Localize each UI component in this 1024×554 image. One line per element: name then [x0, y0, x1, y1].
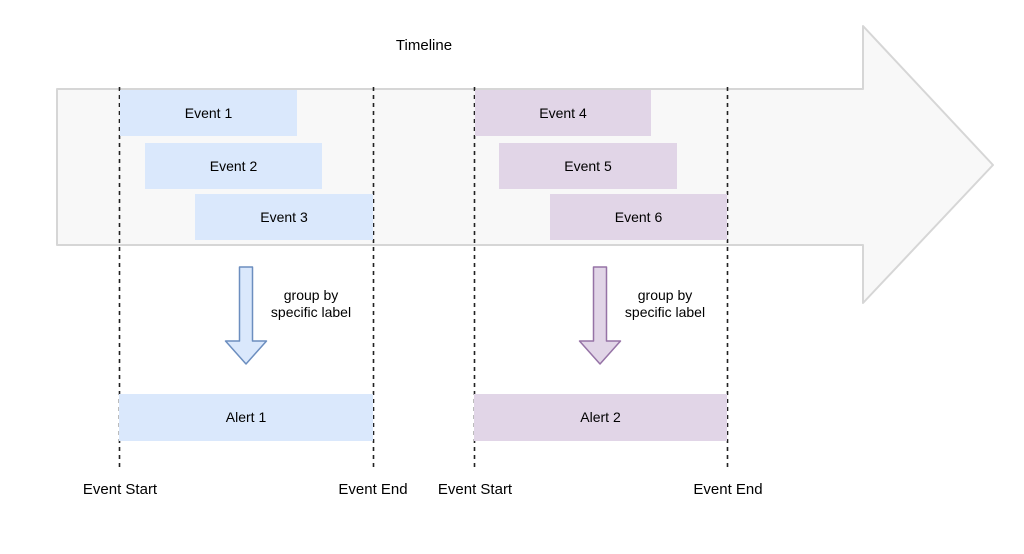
- event-box-1: Event 1: [120, 90, 297, 136]
- event-box-2: Event 2: [145, 143, 322, 189]
- group-by-caption-purple-line1: group by: [637, 287, 693, 303]
- timeline-title: Timeline: [395, 37, 453, 54]
- event-box-5: Event 5: [499, 143, 677, 189]
- event-box-3: Event 3: [195, 194, 373, 240]
- group-by-caption-blue: group by specific label: [249, 287, 373, 321]
- group-by-caption-blue-line2: specific label: [270, 304, 352, 320]
- alert-box-1: Alert 1: [119, 394, 373, 441]
- group-by-caption-purple: group by specific label: [603, 287, 727, 321]
- event-box-6: Event 6: [550, 194, 727, 240]
- group1-event-start-label: Event Start: [82, 481, 158, 498]
- group1-event-end-label: Event End: [338, 481, 408, 498]
- group-by-caption-blue-line1: group by: [283, 287, 339, 303]
- event-box-4: Event 4: [475, 90, 651, 136]
- group2-event-end-label: Event End: [693, 481, 763, 498]
- group-by-caption-purple-line2: specific label: [624, 304, 706, 320]
- group2-event-start-label: Event Start: [437, 481, 513, 498]
- alert-box-2: Alert 2: [474, 394, 727, 441]
- group-by-arrow-purple-icon: [578, 266, 622, 365]
- group-by-arrow-blue-icon: [224, 266, 268, 365]
